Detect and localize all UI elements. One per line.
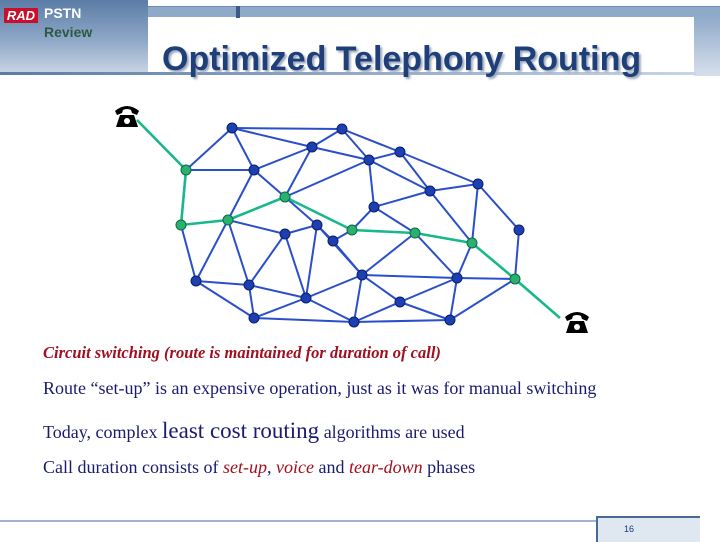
route-path [136,119,561,319]
voice-term: voice [275,457,314,477]
page-number-box [596,516,700,542]
least-cost-routing-note: Today, complex least cost routing algori… [43,418,465,444]
logo-rad: RAD [4,8,38,23]
page-number: 16 [624,524,635,534]
header-band-accent [236,6,240,18]
header-right-block [694,16,720,76]
teardown-term: tear-down [348,457,423,477]
setup-term: set-up [222,457,267,477]
text: phases [422,457,476,477]
footer-line [0,520,596,522]
header-divider [0,72,696,75]
telephone-icon [565,312,589,333]
slide-header: RAD PSTN Review Optimized Telephony Rout… [0,0,720,78]
route-nodes [175,164,521,285]
logo-review: Review [44,24,93,40]
network-edges [180,127,520,323]
slide-title: Optimized Telephony Routing [162,40,642,78]
logo: RAD PSTN Review [0,0,148,72]
least-cost-routing-term: least cost routing [162,418,320,443]
telephone-icon [115,106,139,127]
call-phases-note: Call duration consists of set-up, voice … [43,457,475,478]
text: Call duration consists of [43,457,223,477]
header-band [148,6,720,17]
route-setup-note: Route “set-up” is an expensive operation… [43,378,597,398]
text: and [313,457,349,477]
logo-pstn: PSTN [44,5,82,21]
text: Today, complex [43,422,163,442]
network-nodes [190,122,525,328]
text: algorithms are used [319,422,465,442]
circuit-switching-note: Circuit switching (route is maintained f… [43,343,441,362]
text: , [266,457,276,477]
